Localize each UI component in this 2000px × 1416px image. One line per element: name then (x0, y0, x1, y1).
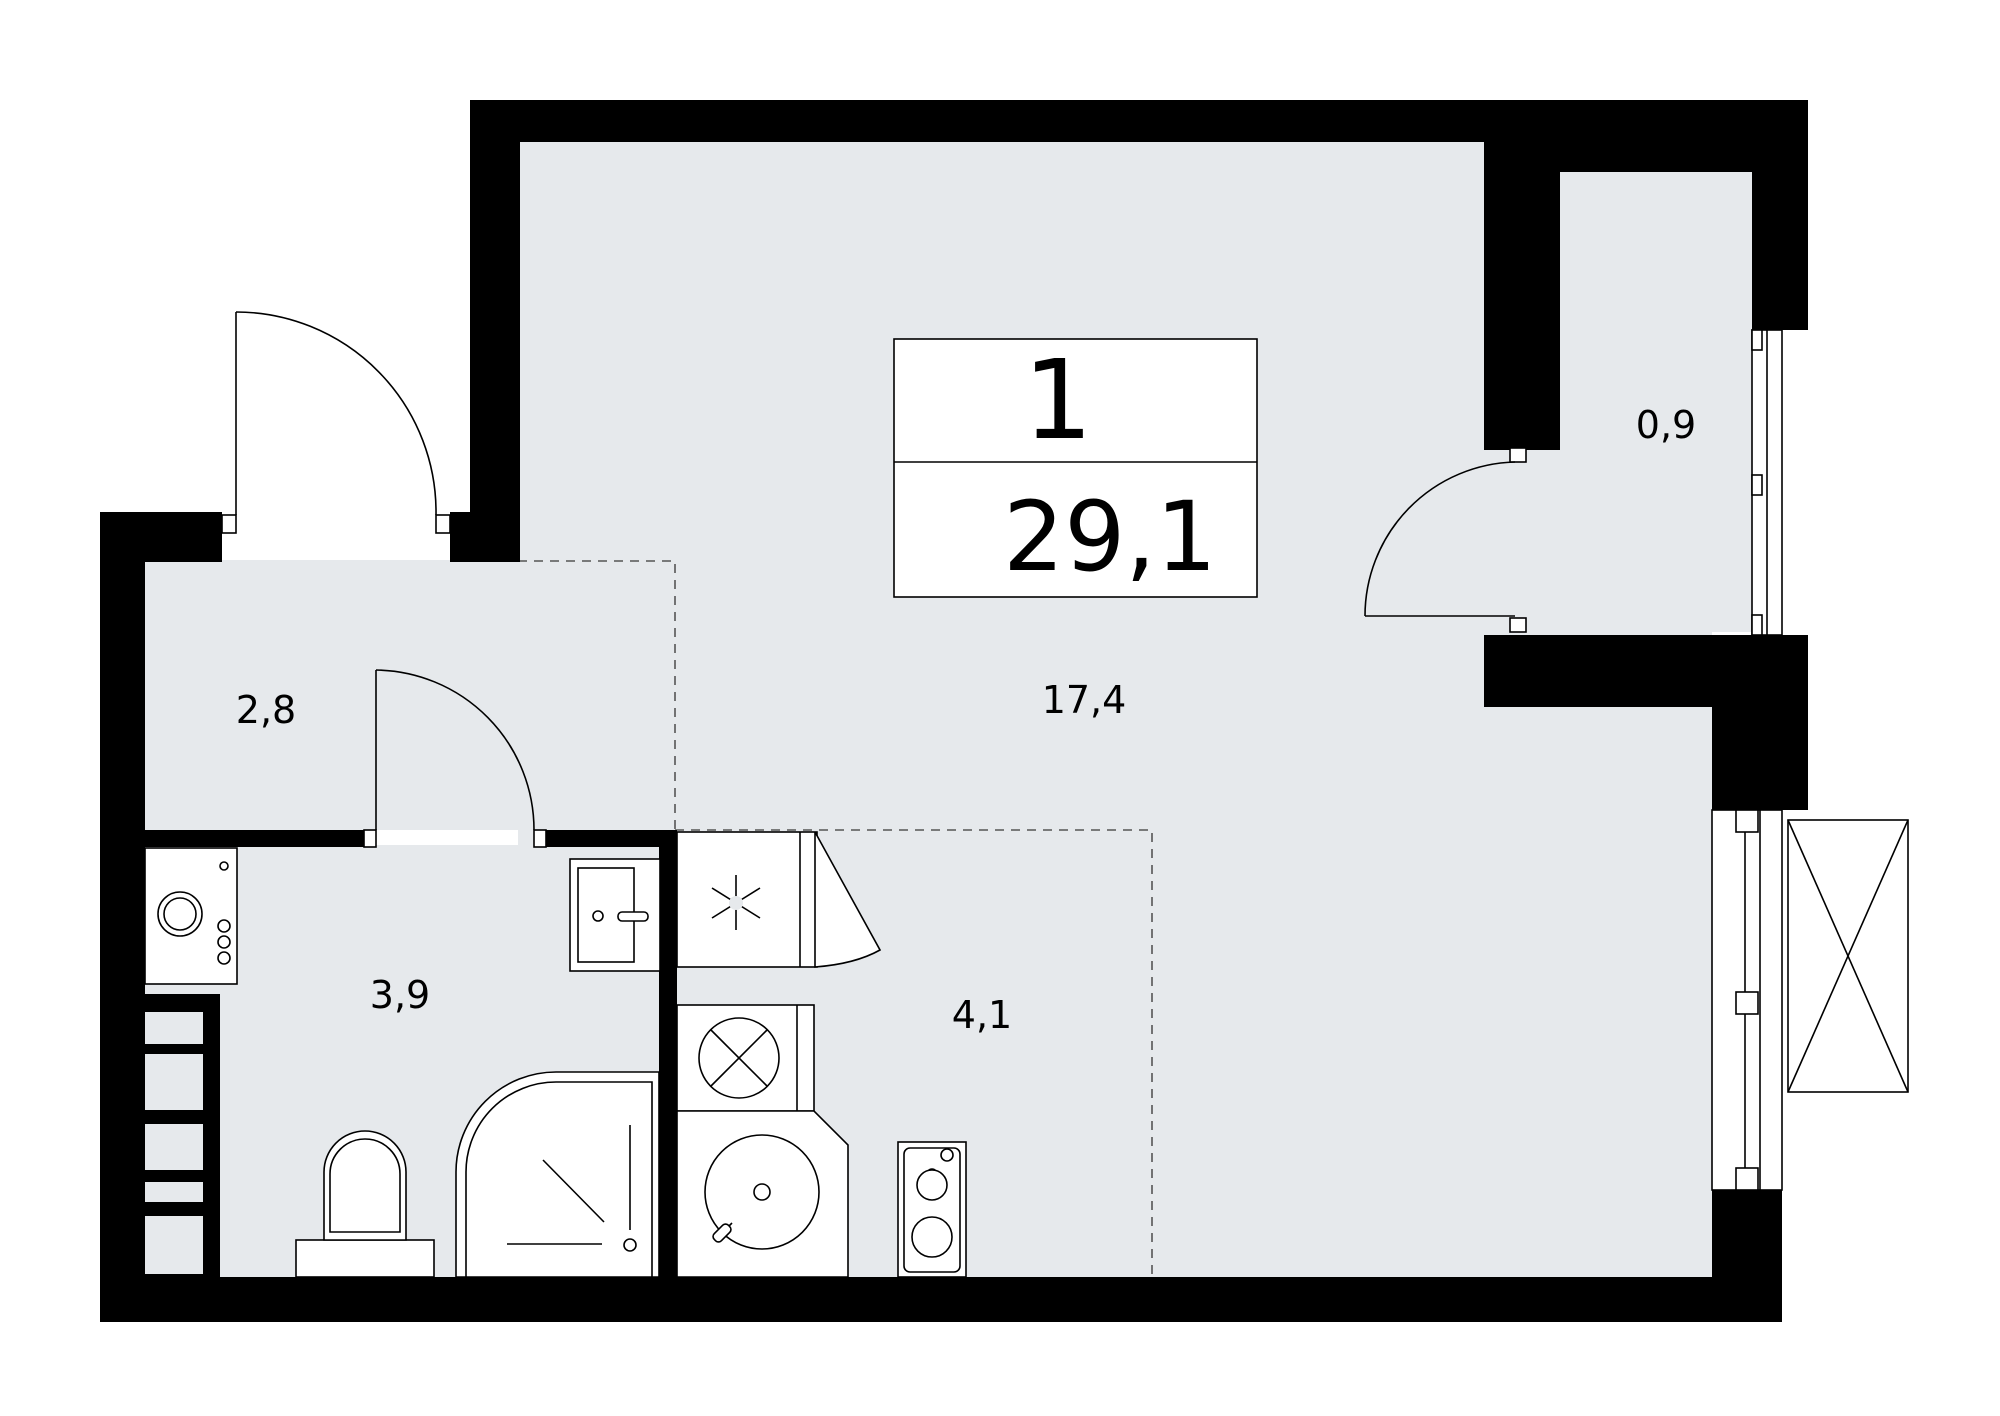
window-living (1711, 809, 1783, 1191)
toilet (295, 1130, 435, 1278)
wall-hall-top-right (450, 512, 520, 562)
room-labels: 17,4 0,9 2,8 3,9 4,1 (236, 403, 1696, 1037)
wall-living-left (470, 100, 520, 562)
rooms-count: 1 (1023, 336, 1093, 464)
balcony-floor (1560, 172, 1752, 632)
area-balcony: 0,9 (1636, 403, 1696, 447)
snowflake-icon (711, 875, 761, 930)
sink (569, 858, 661, 972)
area-hallway: 2,8 (236, 688, 296, 732)
wall-bath-top-right (545, 830, 675, 847)
wall-left (100, 512, 145, 1322)
balcony-door (1364, 447, 1527, 633)
wall-hall-top-left (100, 512, 222, 562)
ac-unit (1787, 819, 1909, 1093)
shower-cabin (455, 1071, 660, 1278)
doors (221, 311, 1527, 848)
area-kitchen: 4,1 (952, 993, 1012, 1037)
bathroom-door (363, 669, 547, 848)
bathroom-fixtures (144, 847, 661, 1278)
vent-cell-2 (145, 1054, 203, 1110)
area-living: 17,4 (1042, 678, 1127, 722)
window-balcony (1751, 329, 1783, 636)
vent-cell-3 (145, 1124, 203, 1170)
area-bathroom: 3,9 (370, 973, 430, 1017)
vent-cell-5 (145, 1216, 203, 1274)
wall-bottom (100, 1277, 1782, 1322)
vent-cell-1 (145, 1012, 203, 1044)
doorway-floor (1515, 460, 1560, 630)
kitchen-fixtures (676, 831, 967, 1278)
windows (1711, 329, 1909, 1191)
living-floor-right (1700, 705, 1712, 1277)
wall-bath-kitchen (659, 830, 677, 1277)
washing-machine (144, 847, 238, 985)
entrance-door (221, 311, 451, 534)
stove (676, 1004, 815, 1112)
summary-box (893, 338, 1258, 598)
total-area: 29,1 (1003, 481, 1217, 593)
wall-bath-top-left (145, 830, 367, 847)
zone-borders (518, 560, 1153, 1277)
hallway-zone-border (518, 560, 676, 830)
vent-cell-4 (145, 1182, 203, 1202)
plan-summary: 1 29,1 (893, 336, 1258, 598)
wall-right-mid (1712, 635, 1808, 810)
hallway-floor (145, 560, 675, 830)
kitchen-sink (676, 1110, 849, 1278)
kitchen-zone-border (675, 829, 1153, 1277)
cooktop (897, 1141, 967, 1278)
wall-partition-upper (1484, 100, 1560, 450)
walls (100, 100, 1808, 1322)
fridge (676, 831, 882, 968)
